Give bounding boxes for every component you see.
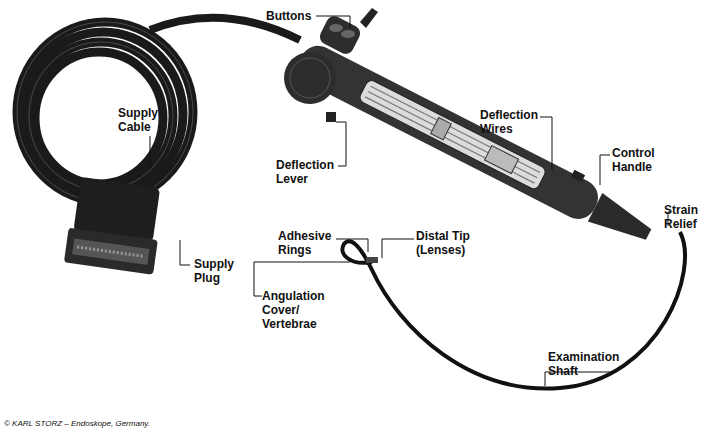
leader-lines (150, 16, 670, 386)
part-label: Supply Cable (118, 106, 168, 134)
plug-contacts (72, 238, 149, 264)
plug-head (64, 228, 158, 275)
button (341, 30, 355, 38)
deflection-wire-lines (365, 86, 540, 183)
part-label: Supply Plug (194, 257, 240, 285)
leader-line (316, 16, 350, 28)
port (571, 170, 585, 183)
part-label: Deflection Lever (276, 158, 340, 186)
lever-knob (326, 112, 336, 122)
coil-edge (17, 22, 193, 202)
part-label: Examination Shaft (548, 350, 618, 378)
part-label: Buttons (266, 9, 318, 23)
coil-highlight (17, 22, 193, 202)
leader-line (336, 122, 346, 166)
coil-loop (29, 42, 173, 190)
cutaway-window (358, 79, 547, 191)
leader-line (382, 239, 414, 258)
wire-clamp (431, 118, 452, 140)
leader-line (600, 155, 610, 185)
cable-coil (17, 22, 193, 202)
valve-lever (360, 8, 378, 28)
supply-plug (64, 176, 165, 275)
part-label: Angulation Cover/ Vertebrae (262, 289, 334, 331)
strain-relief (588, 193, 656, 249)
distal-tip (366, 257, 378, 263)
coil-loop (17, 22, 193, 202)
part-label: Strain Relief (664, 203, 708, 231)
part-label: Deflection Wires (480, 108, 544, 136)
leader-line (150, 136, 151, 168)
button (329, 24, 343, 32)
button-housing (317, 13, 363, 56)
part-label: Distal Tip (Lenses) (416, 229, 482, 257)
part-label: Control Handle (612, 146, 668, 174)
control-handle (292, 40, 658, 253)
leader-line (336, 239, 368, 252)
leader-line (180, 240, 190, 265)
coil-loop (23, 32, 183, 196)
plug-pins (77, 247, 144, 256)
deflection-wheel (284, 52, 336, 104)
coil-edge (29, 42, 173, 190)
copyright-note: © KARL STORZ – Endoskope, Germany. (4, 419, 204, 429)
examination-shaft (342, 232, 685, 389)
part-label: Adhesive Rings (278, 229, 338, 257)
wheel-rim (290, 58, 330, 98)
wire-guide (485, 146, 519, 174)
leader-line (540, 117, 552, 170)
handle-body (292, 40, 604, 225)
